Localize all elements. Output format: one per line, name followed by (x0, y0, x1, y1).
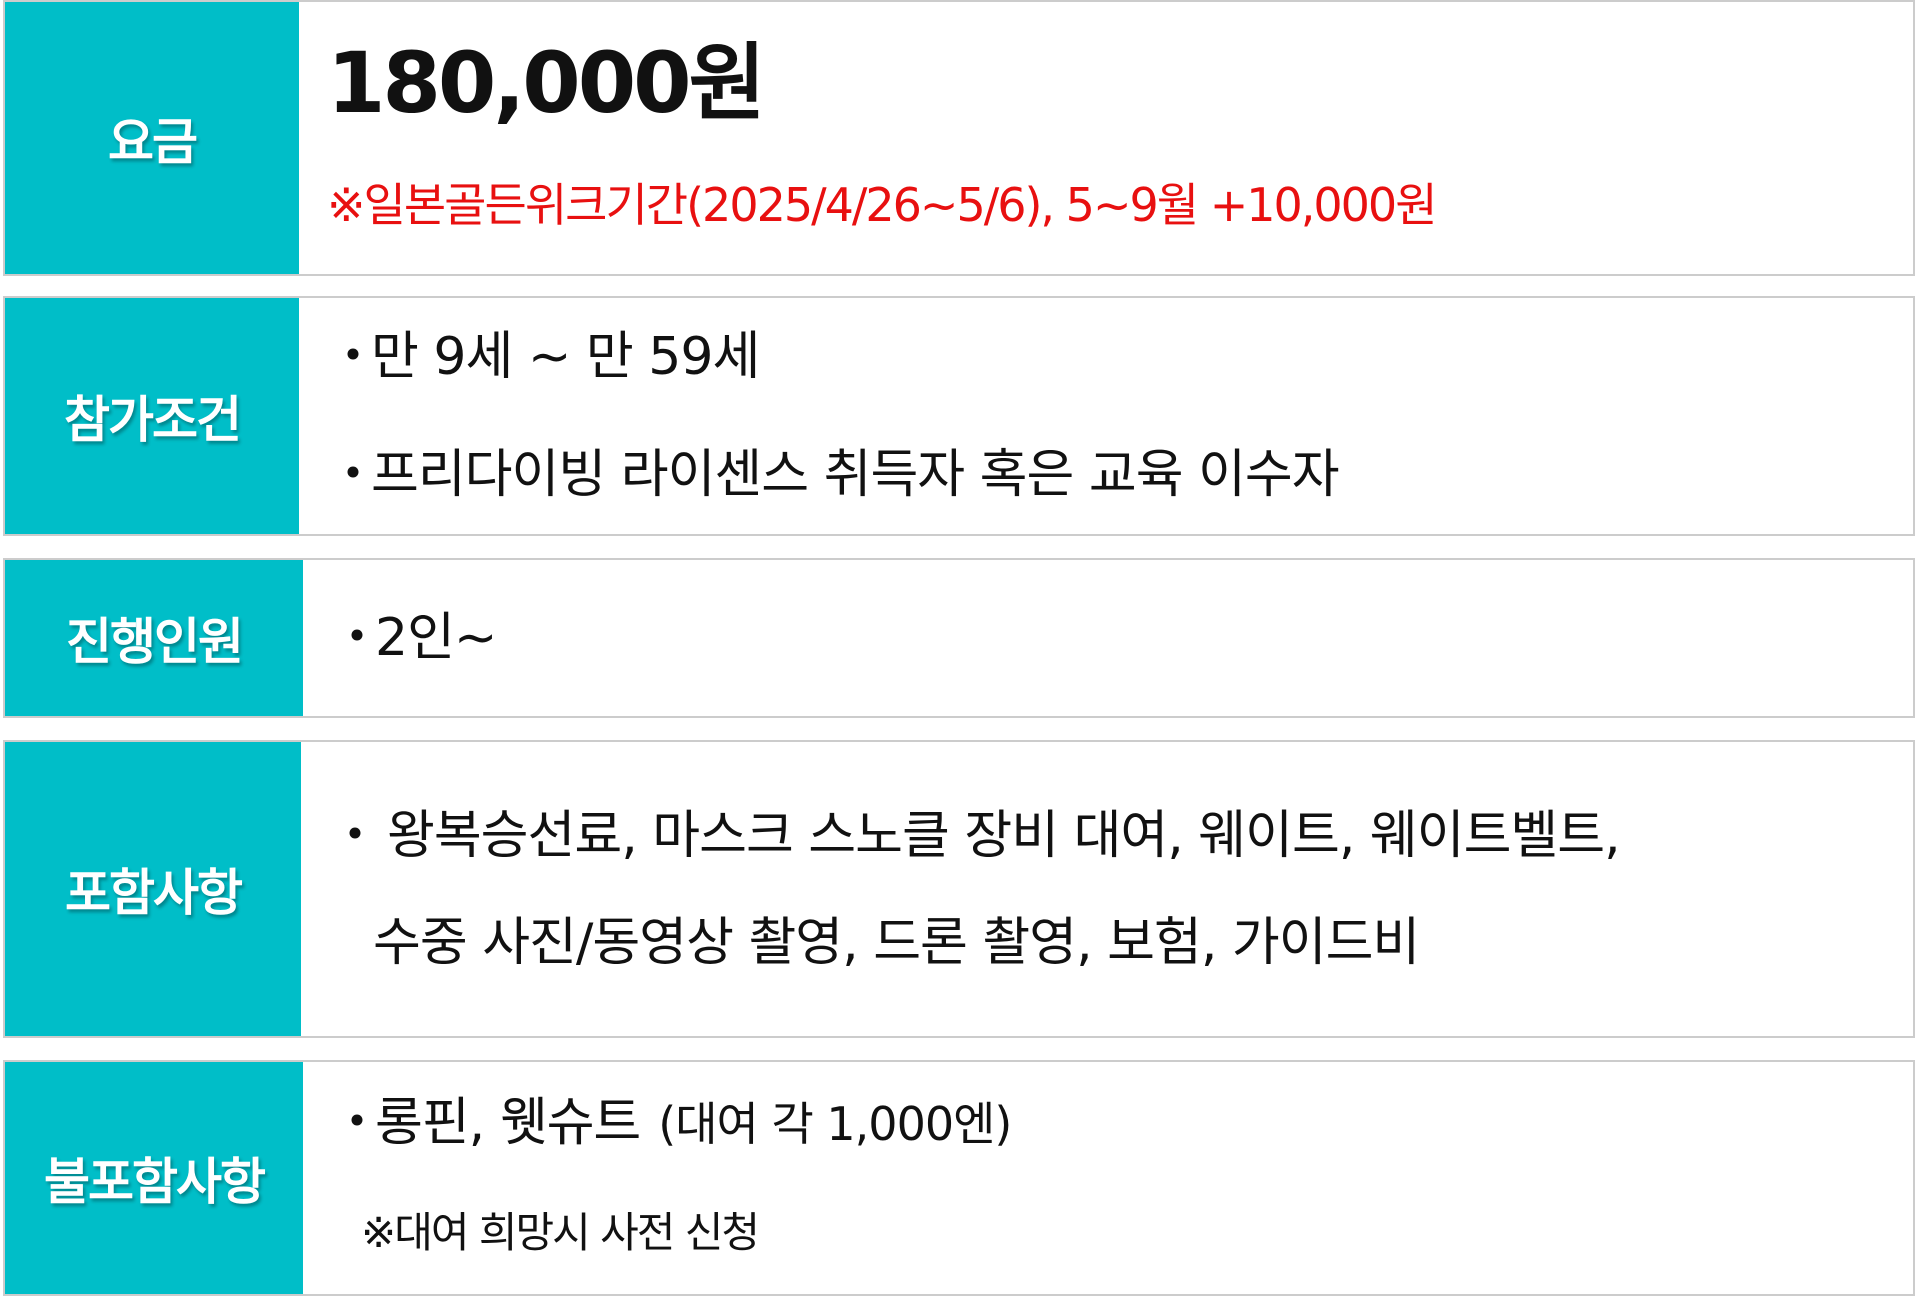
bullet-icon: ・ (331, 1092, 383, 1153)
group-size-label: 진행인원 (5, 560, 303, 716)
bullet-icon: ・ (327, 445, 379, 505)
included-label: 포함사항 (5, 742, 301, 1036)
excluded-label: 불포함사항 (5, 1062, 303, 1294)
fee-price: 180,000원 (327, 34, 766, 132)
excluded-note: ※대여 희망시 사전 신청 (361, 1207, 760, 1257)
excluded-item: 롱핀, 웻슈트 (375, 1092, 641, 1153)
excluded-item-detail: (대여 각 1,000엔) (658, 1096, 1012, 1151)
eligibility-license: 프리다이빙 라이센스 취득자 혹은 교육 이수자 (371, 445, 1340, 505)
list-item: ・ 프리다이빙 라이센스 취득자 혹은 교육 이수자 (327, 449, 1913, 501)
list-item: ・ 만 9세 ~ 만 59세 (327, 331, 1913, 383)
bullet-icon: ・ (331, 608, 383, 668)
group-size-content: ・ 2인~ (303, 560, 1913, 716)
excluded-row: 불포함사항 ・ 롱핀, 웻슈트 (대여 각 1,000엔) ※대여 희망시 사전… (3, 1060, 1915, 1296)
included-line-1: 왕복승선료, 마스크 스노클 장비 대여, 웨이트, 웨이트벨트, (387, 805, 1621, 866)
fee-row: 요금 180,000원 ※일본골든위크기간(2025/4/26~5/6), 5~… (3, 0, 1915, 276)
group-size-row: 진행인원 ・ 2인~ (3, 558, 1915, 718)
bullet-icon: ・ (329, 805, 381, 866)
eligibility-age: 만 9세 ~ 만 59세 (371, 327, 760, 387)
eligibility-content: ・ 만 9세 ~ 만 59세 ・ 프리다이빙 라이센스 취득자 혹은 교육 이수… (299, 298, 1913, 534)
list-item: ・ 롱핀, 웻슈트 (대여 각 1,000엔) (331, 1097, 1913, 1149)
eligibility-row: 참가조건 ・ 만 9세 ~ 만 59세 ・ 프리다이빙 라이센스 취득자 혹은 … (3, 296, 1915, 536)
bullet-icon: ・ (327, 327, 379, 387)
fee-surcharge-note: ※일본골든위크기간(2025/4/26~5/6), 5~9월 +10,000원 (327, 178, 1438, 232)
included-line-2: 수중 사진/동영상 촬영, 드론 촬영, 보험, 가이드비 (373, 912, 1420, 973)
fee-label: 요금 (5, 2, 299, 274)
fee-content: 180,000원 ※일본골든위크기간(2025/4/26~5/6), 5~9월 … (299, 2, 1913, 274)
excluded-content: ・ 롱핀, 웻슈트 (대여 각 1,000엔) ※대여 희망시 사전 신청 (303, 1062, 1913, 1294)
eligibility-label: 참가조건 (5, 298, 299, 534)
included-row: 포함사항 ・ 왕복승선료, 마스크 스노클 장비 대여, 웨이트, 웨이트벨트,… (3, 740, 1915, 1038)
list-item: ・ 2인~ (331, 612, 1913, 664)
included-content: ・ 왕복승선료, 마스크 스노클 장비 대여, 웨이트, 웨이트벨트, 수중 사… (301, 742, 1913, 1036)
list-item: ・ 왕복승선료, 마스크 스노클 장비 대여, 웨이트, 웨이트벨트, (329, 810, 1913, 862)
group-size-value: 2인~ (375, 608, 497, 668)
